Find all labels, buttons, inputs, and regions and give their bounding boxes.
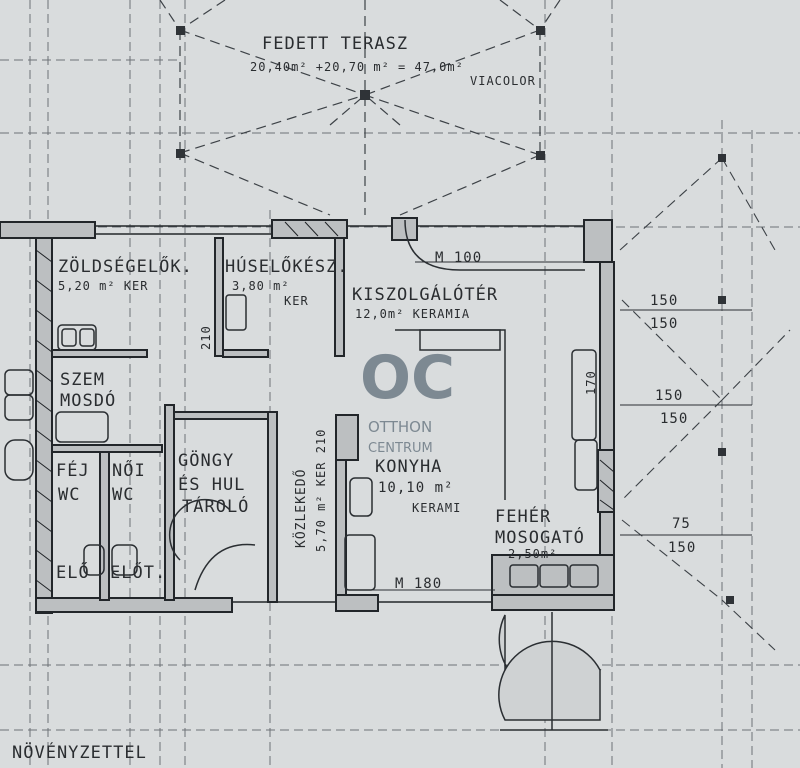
entrance-doors — [498, 612, 608, 731]
right-posts — [718, 154, 734, 604]
dim-vertical-2: 210 — [199, 325, 213, 350]
anteroom-2-label: ELŐT. — [110, 561, 166, 583]
watermark-line-1: OTTHON — [368, 418, 432, 436]
dim-2-top: 150 — [655, 388, 683, 404]
dim-3-top: 75 — [672, 516, 691, 532]
dishwash-label-2: MOSOGATÓ — [495, 526, 585, 548]
staff-wash-label-1: SZEM — [60, 370, 105, 390]
watermark-line-2: CENTRUM — [368, 441, 433, 456]
female-wc-label-1: FÉJ — [56, 459, 90, 481]
wall-hatching — [35, 221, 615, 593]
dim-vertical-1: 170 — [584, 370, 598, 395]
kitchen-finish: KERAMI — [412, 501, 461, 515]
meat-prep-label: HÚSELŐKÉSZ. — [225, 255, 349, 277]
male-wc-label-2: WC — [112, 485, 134, 505]
vegetable-prep-area: 5,20 m² KER — [58, 279, 148, 293]
kitchen-label: KONYHA — [375, 457, 442, 477]
dimension-lines — [345, 261, 752, 591]
serving-area-label: KISZOLGÁLÓTÉR — [352, 283, 498, 305]
corridor-label: KÖZLEKEDŐ — [292, 469, 309, 548]
dim-3-bottom: 150 — [668, 540, 696, 556]
watermark-logo: OC OTTHON CENTRUM — [360, 343, 455, 456]
greenery-label: NÖVÉNYZETTEL — [12, 741, 147, 763]
fixtures — [4, 219, 599, 591]
anteroom-1-label: ELŐ — [56, 561, 90, 583]
kitchen-area: 10,10 m² — [378, 480, 453, 496]
watermark-monogram: OC — [360, 343, 455, 413]
storage-label-2: ÉS HUL — [178, 473, 245, 495]
dim-m180: M 180 — [395, 576, 442, 592]
dishwash-area: 2,50m² — [508, 547, 557, 561]
right-bracing — [619, 157, 791, 651]
meat-prep-finish: KER — [284, 294, 309, 308]
walls — [0, 217, 615, 614]
dim-1-bottom: 150 — [650, 316, 678, 332]
dishwash-label-1: FEHÉR — [495, 505, 551, 527]
staff-wash-label-2: MOSDÓ — [60, 389, 116, 411]
corridor-area: 5,70 m² KER 210 — [314, 429, 328, 552]
serving-area-size: 12,0m² KERAMIA — [355, 307, 470, 321]
dim-2-bottom: 150 — [660, 411, 688, 427]
storage-label-3: TÁROLÓ — [182, 495, 249, 517]
terrace-label: FEDETT TERASZ — [262, 34, 408, 54]
dim-1-top: 150 — [650, 293, 678, 309]
storage-label-1: GÖNGY — [178, 449, 234, 471]
terrace-paving: VIACOLOR — [470, 74, 536, 88]
terrace-area: 20,40m² +20,70 m² = 47,0m² — [250, 60, 464, 74]
terrace-diagonals — [159, 0, 561, 216]
male-wc-label-1: NŐI — [112, 459, 146, 481]
dim-m100: M 100 — [435, 250, 482, 266]
female-wc-label-2: WC — [58, 485, 80, 505]
meat-prep-area: 3,80 m² — [232, 279, 290, 293]
terrace-posts — [176, 26, 545, 160]
vegetable-prep-label: ZÖLDSÉGELŐK. — [58, 255, 193, 277]
